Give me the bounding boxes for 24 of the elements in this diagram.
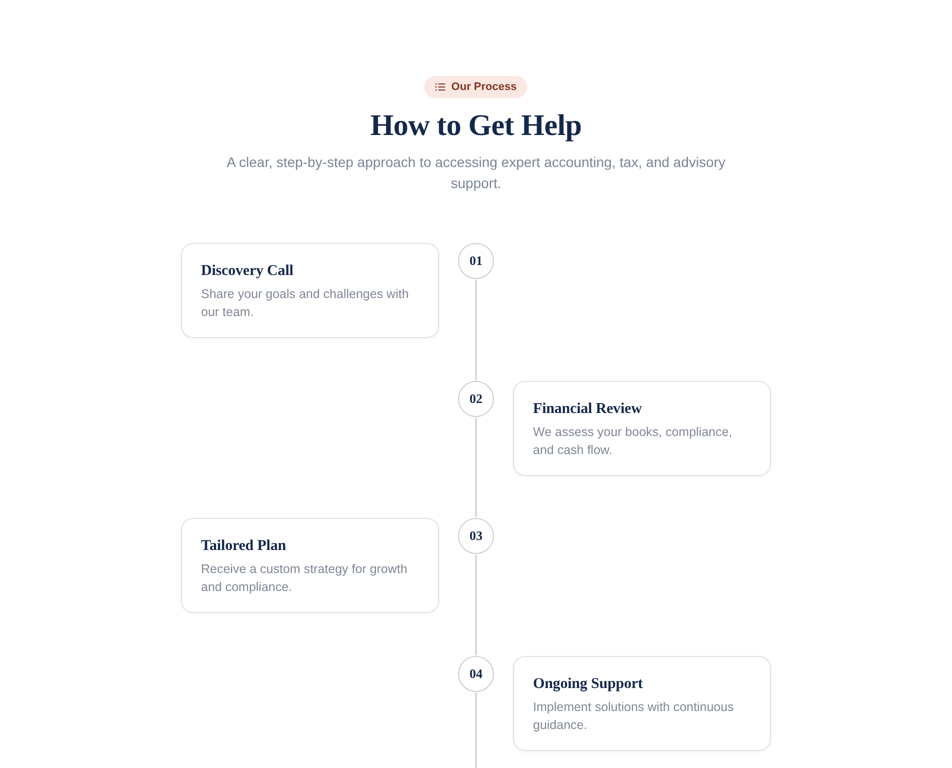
timeline-line xyxy=(475,418,477,518)
section-subtitle: A clear, step-by-step approach to accessing expert accounting, tax, and advisory support. xyxy=(226,153,726,193)
step-title: Ongoing Support xyxy=(533,675,644,693)
step-description: Receive a custom strategy for growth and compliance. xyxy=(201,561,408,596)
timeline-line xyxy=(475,554,477,656)
step-card xyxy=(181,243,439,338)
step-card xyxy=(513,656,771,751)
step-number-circle: 03 xyxy=(458,518,494,554)
step-card xyxy=(181,518,439,613)
step-number-circle: 01 xyxy=(458,243,494,279)
step-title: Tailored Plan xyxy=(201,537,287,555)
step-number-circle: 04 xyxy=(458,656,494,692)
timeline-line xyxy=(475,280,477,380)
step-card xyxy=(513,381,771,476)
section-badge xyxy=(424,76,528,98)
step-description: We assess your books, compliance, and cash flow. xyxy=(533,424,734,458)
step-title: Financial Review xyxy=(533,400,643,418)
step-number-circle: 02 xyxy=(458,381,494,417)
timeline-line xyxy=(475,692,477,768)
step-description: Share your goals and challenges with our team. xyxy=(201,286,410,320)
section-title: How to Get Help xyxy=(369,108,583,144)
step-title: Discovery Call xyxy=(201,262,294,280)
step-description: Implement solutions with continuous guidance. xyxy=(533,699,735,734)
badge-text: Our Process xyxy=(451,80,517,95)
